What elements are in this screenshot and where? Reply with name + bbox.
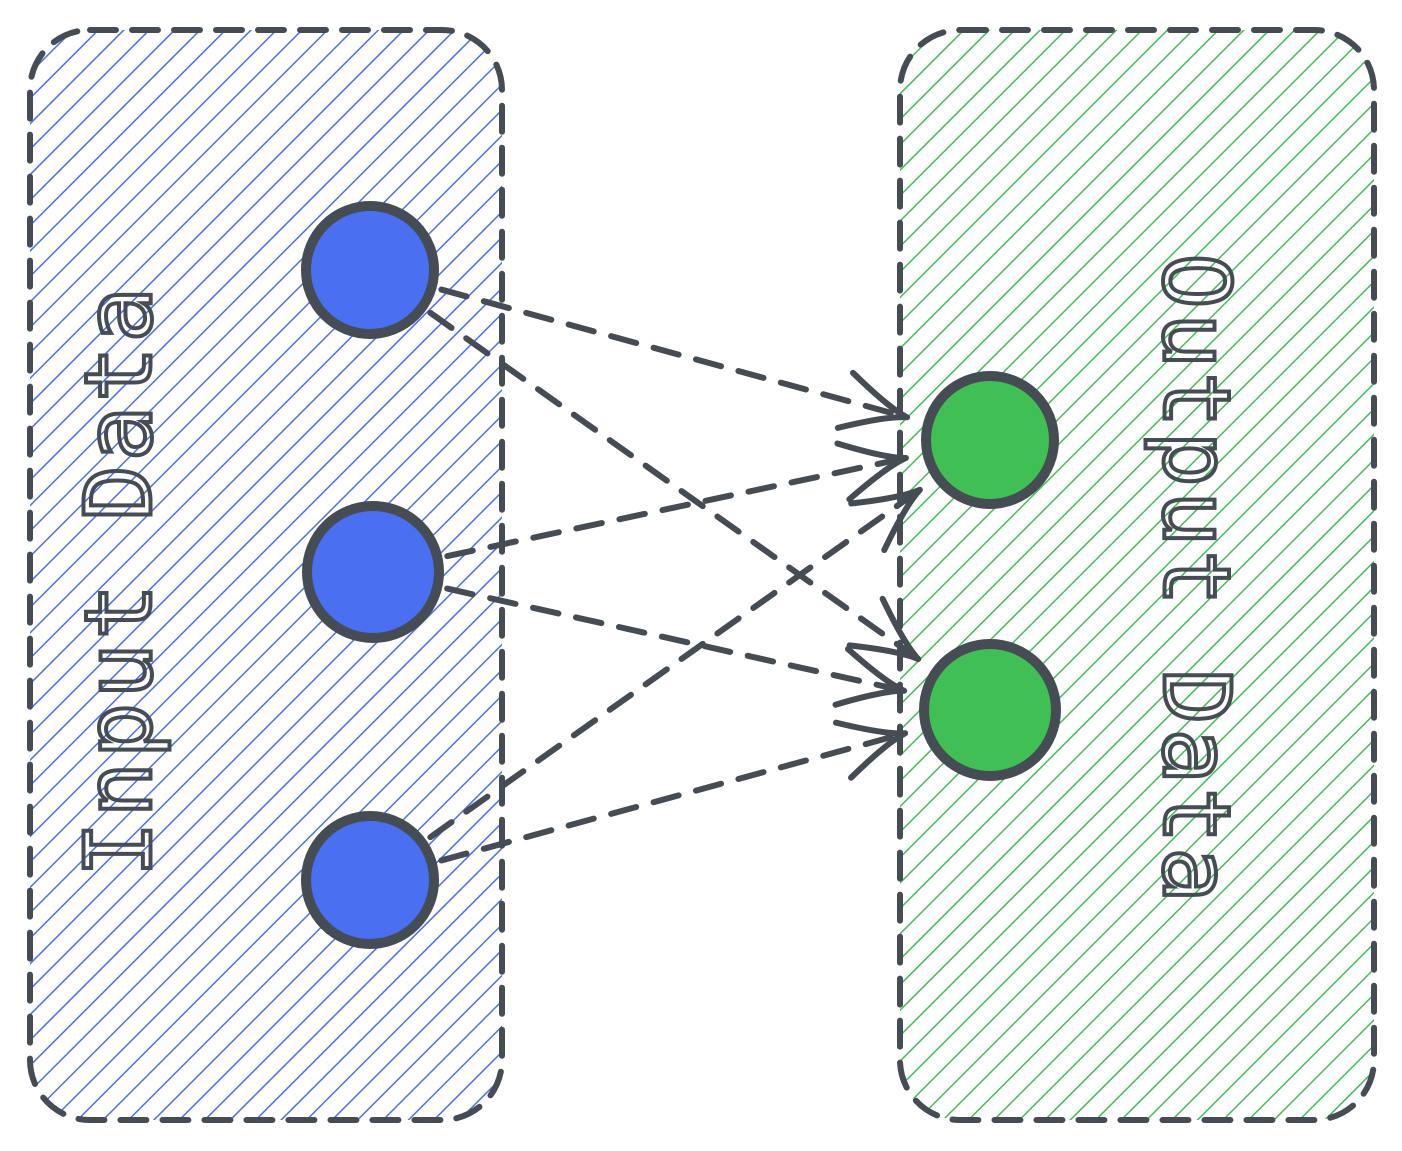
connection-in-2-out-2	[444, 585, 908, 694]
arrowhead-in-3-out-2	[832, 719, 909, 781]
output-box-outline	[897, 27, 1377, 1123]
arrowhead-in-2-out-1	[834, 440, 909, 503]
connection-in-3-out-2	[438, 730, 909, 864]
connection-in-3-out-1	[427, 486, 923, 841]
connections-layer	[427, 286, 923, 864]
input-box-label: Input Data	[65, 283, 172, 877]
arrowhead-in-1-out-1	[834, 369, 911, 431]
connection-in-1-out-2	[427, 309, 922, 663]
input-node-1	[301, 201, 439, 339]
nodes-layer	[301, 201, 1061, 949]
arrowhead-in-3-out-1	[848, 486, 923, 554]
output-data-box: Output Data	[897, 27, 1377, 1123]
arrowhead-in-2-out-2	[832, 645, 908, 708]
connection-in-2-out-1	[444, 454, 909, 560]
output-node-1	[921, 371, 1059, 509]
input-box-outline	[27, 27, 505, 1123]
output-box-fill	[900, 30, 1374, 1120]
output-box-label: Output Data	[1143, 253, 1250, 906]
connection-in-1-out-1	[438, 286, 911, 421]
arrowhead-in-1-out-2	[846, 595, 922, 663]
input-node-3	[301, 811, 439, 949]
input-node-2	[302, 501, 444, 643]
output-node-2	[919, 639, 1061, 781]
